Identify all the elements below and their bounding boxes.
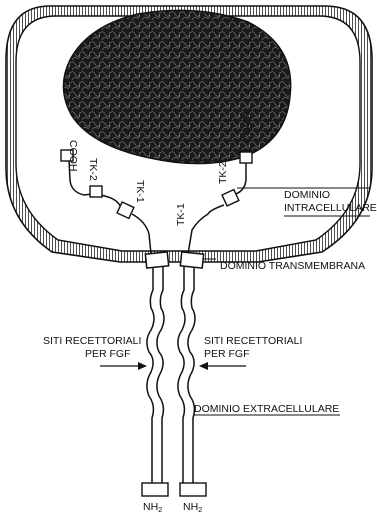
left-tk2-box	[90, 186, 102, 197]
right-site-label-line2: PER FGF	[204, 348, 250, 360]
left-cooh-label: COOH	[67, 140, 79, 172]
right-cooh-label: COOH	[241, 112, 253, 144]
right-nh2-box	[180, 483, 206, 496]
right-transmembrane-box	[180, 252, 203, 268]
left-transmembrane-box	[145, 252, 168, 268]
left-receptor-stem	[147, 266, 164, 484]
extracellular-label: DOMINIO EXTRACELLULARE	[194, 403, 339, 415]
intracellular-label-line1: DOMINIO	[284, 189, 330, 201]
left-tk1-label: TK-1	[134, 180, 146, 203]
left-site-label-line2: PER FGF	[85, 348, 131, 360]
transmembrane-domain-callout: DOMINIO TRANSMEMBRANA	[203, 259, 365, 272]
left-fgf-site-callout: SITI RECETTORIALI PER FGF	[43, 335, 147, 370]
right-cooh-box	[240, 152, 252, 163]
right-site-label-line1: SITI RECETTORIALI	[204, 335, 302, 347]
left-tk2-label: TK-2	[87, 158, 99, 181]
right-nh2-label: NH2	[183, 501, 202, 513]
right-receptor-stem	[178, 266, 195, 484]
right-tk2-label: TK-2	[217, 161, 229, 184]
transmembrane-label: DOMINIO TRANSMEMBRANA	[220, 260, 365, 272]
left-site-label-line1: SITI RECETTORIALI	[43, 335, 141, 347]
extracellular-domain-callout: DOMINIO EXTRACELLULARE	[194, 403, 340, 415]
intracellular-label-line2: INTRACELLULARE	[284, 202, 377, 214]
left-nh2-label: NH2	[143, 501, 162, 513]
left-nh2-box	[142, 483, 168, 496]
right-fgf-site-callout: SITI RECETTORIALI PER FGF	[199, 335, 302, 370]
right-tk1-label: TK-1	[175, 203, 187, 226]
